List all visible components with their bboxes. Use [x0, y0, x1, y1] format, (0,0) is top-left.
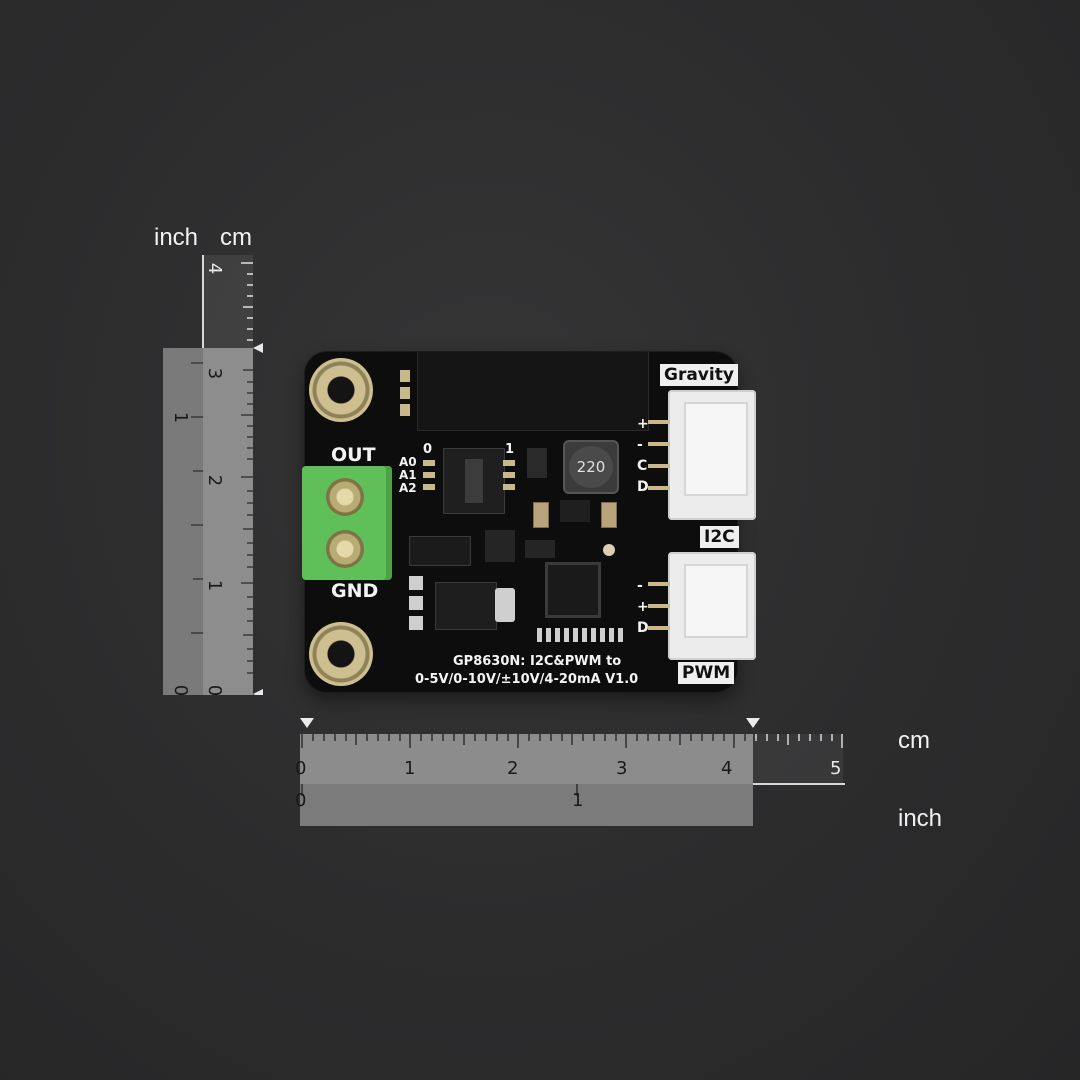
screw-icon-top	[326, 478, 364, 516]
ic-chip	[545, 562, 601, 618]
i2c-pin-plus: +	[637, 416, 649, 432]
mounting-hole-top	[309, 358, 373, 422]
vertical-cm-tick-1: 1	[204, 579, 226, 592]
smd-resistors-left	[409, 576, 423, 640]
regulator-tab	[495, 588, 515, 622]
horizontal-ruler-ticks	[300, 718, 845, 826]
i2c-pin-minus: -	[637, 437, 643, 453]
smd-transistor	[560, 500, 590, 522]
smd-capacitor-3	[601, 502, 617, 528]
screw-terminal	[302, 466, 392, 580]
horizontal-cm-tick-0: 0	[295, 758, 307, 779]
vertical-ruler-cm-label: cm	[220, 224, 252, 251]
terminal-gnd-label: GND	[331, 580, 379, 602]
smd-capacitor-1	[527, 448, 547, 478]
pwm-pin-d: D	[637, 620, 649, 636]
i2c-connector[interactable]	[648, 390, 756, 520]
smd-pair-1	[485, 530, 515, 562]
vertical-ruler-ticks	[191, 255, 263, 695]
dip-switch[interactable]	[443, 448, 505, 514]
mounting-hole-bottom	[309, 622, 373, 686]
vertical-inch-tick-1: 1	[170, 411, 192, 424]
led-dot	[603, 544, 615, 556]
screw-icon-bottom	[326, 530, 364, 568]
vertical-inch-tick-0: 0	[170, 684, 192, 697]
horizontal-ruler: 0 1 2 3 4 5 0 1	[295, 716, 860, 828]
dip-label-a2: A2	[399, 481, 417, 495]
pwm-pin-labels: - + D	[637, 576, 649, 639]
smd-diode	[409, 536, 471, 566]
dip-switch-pads	[423, 460, 515, 500]
vertical-cm-tick-2: 2	[204, 474, 226, 487]
terminal-out-label: OUT	[331, 444, 376, 466]
dip-zero-label: 0	[423, 442, 433, 457]
pcb-board: OUT GND 0 1 A0 A1 A2 220	[302, 352, 737, 692]
smd-pair-2	[525, 540, 555, 558]
horizontal-inch-tick-0: 0	[295, 790, 307, 811]
i2c-tab: I2C	[700, 526, 739, 548]
i2c-pin-labels: + - C D	[637, 414, 649, 498]
vertical-cm-tick-4: 4	[204, 262, 226, 275]
smd-resistor-row	[537, 628, 623, 642]
pwm-connector[interactable]	[648, 552, 756, 660]
pwm-pin-plus: +	[637, 599, 649, 615]
i2c-pin-c: C	[637, 458, 648, 474]
dip-address-labels: A0 A1 A2	[399, 456, 417, 495]
pwm-tab: PWM	[678, 662, 735, 684]
pwm-pin-minus: -	[637, 578, 643, 594]
i2c-pin-d: D	[637, 479, 649, 495]
horizontal-cm-tick-4: 4	[721, 758, 733, 779]
inductor: 220	[563, 440, 619, 494]
dip-one-label: 1	[505, 442, 515, 457]
horizontal-cm-tick-5: 5	[830, 758, 842, 779]
silkscreen-line-2: 0-5V/0-10V/±10V/4-20mA V1.0	[415, 672, 639, 687]
vertical-cm-tick-0: 0	[204, 684, 226, 697]
horizontal-inch-tick-1: 1	[572, 790, 584, 811]
horizontal-cm-tick-3: 3	[616, 758, 628, 779]
gravity-tab: Gravity	[660, 364, 738, 386]
horizontal-ruler-inch-label: inch	[898, 805, 943, 832]
silkscreen-line-1: GP8630N: I2C&PWM to	[453, 654, 622, 669]
shield-cover	[417, 352, 649, 431]
horizontal-cm-tick-2: 2	[507, 758, 519, 779]
vertical-ruler-inch-label: inch	[154, 224, 199, 251]
smd-resistors-top	[400, 370, 410, 420]
inductor-label: 220	[569, 446, 613, 488]
horizontal-cm-tick-1: 1	[404, 758, 416, 779]
smd-capacitor-2	[533, 502, 549, 528]
vertical-cm-tick-3: 3	[204, 367, 226, 380]
horizontal-ruler-cm-label: cm	[898, 727, 930, 754]
dip-label-a0: A0	[399, 455, 417, 469]
voltage-regulator	[435, 582, 497, 630]
dip-label-a1: A1	[399, 468, 417, 482]
vertical-ruler: 4 3 2 1 0 1 0	[163, 255, 263, 697]
